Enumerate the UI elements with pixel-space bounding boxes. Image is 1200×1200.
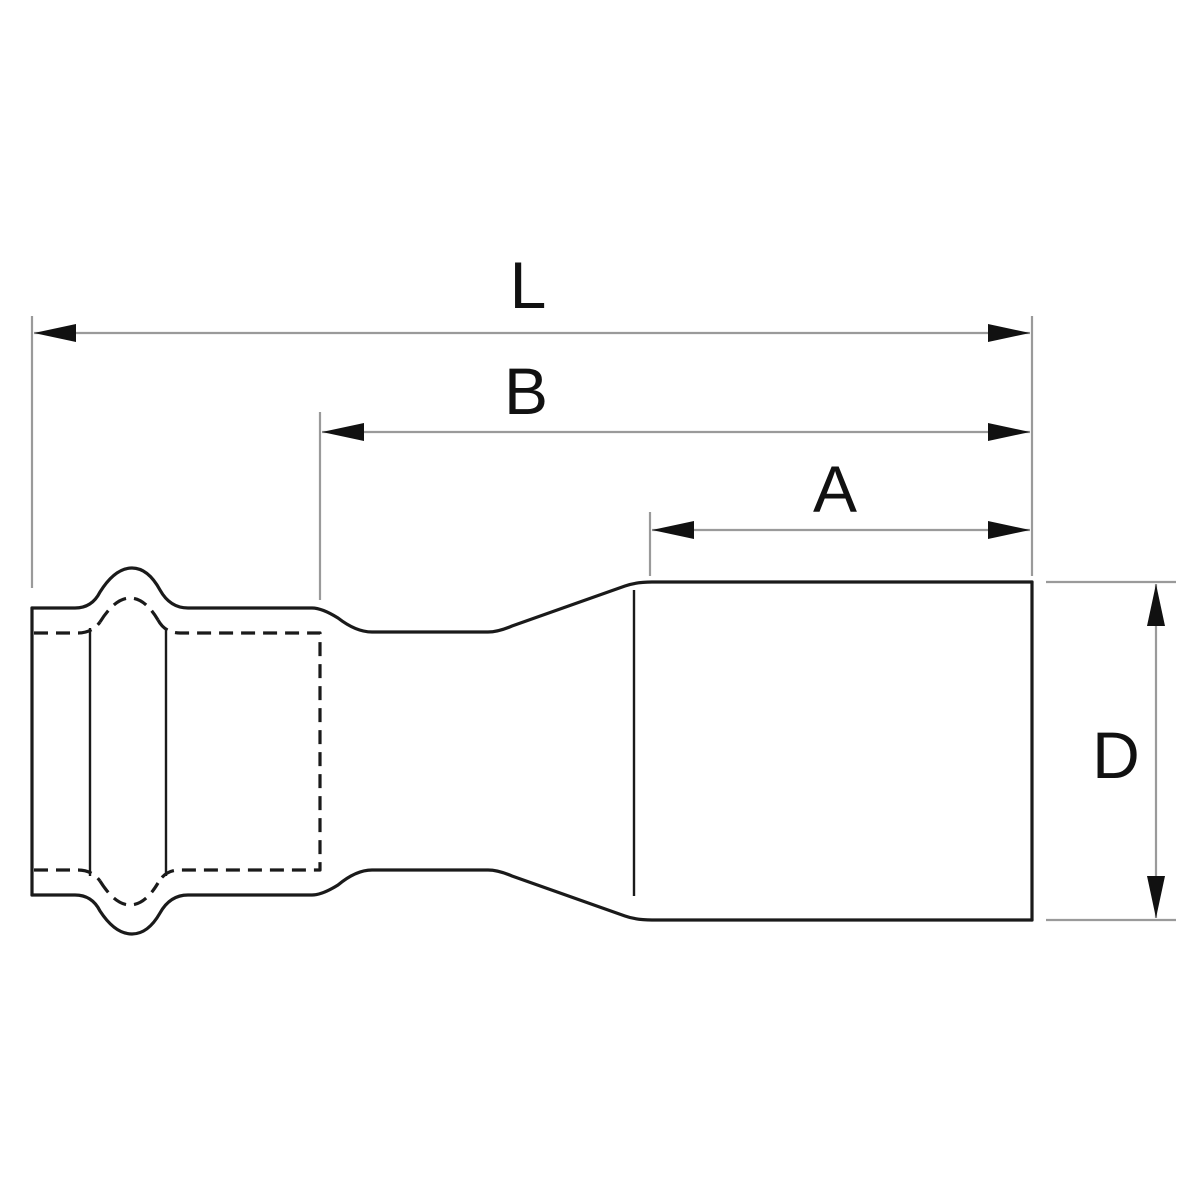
dimension-a-arrow-right [988,521,1030,539]
dimension-d-arrow-bottom [1147,876,1165,918]
dimension-l-arrow-left [34,324,76,342]
dimension-d-label: D [1092,718,1140,792]
hidden-lines [34,596,322,907]
extension-lines [30,316,1176,922]
fitting-bottom-profile [30,868,1034,936]
dimension-b-arrow-right [988,423,1030,441]
dimension-b-label: B [504,354,548,428]
hidden-bead-bottom [98,880,160,907]
dimension-d: D [1092,584,1165,918]
fitting-top-profile [30,566,1034,634]
dimension-a: A [652,452,1030,539]
dimension-l-label: L [510,248,547,322]
dimension-l-arrow-right [988,324,1030,342]
dimension-a-label: A [813,452,857,526]
dimension-d-arrow-top [1147,584,1165,626]
dimension-a-arrow-left [652,521,694,539]
hidden-socket-bore [156,619,322,884]
dimension-b: B [322,354,1030,441]
dimension-b-arrow-left [322,423,364,441]
fitting-body [30,566,1034,936]
dimension-l: L [34,248,1030,342]
hidden-bead-top [98,596,160,623]
